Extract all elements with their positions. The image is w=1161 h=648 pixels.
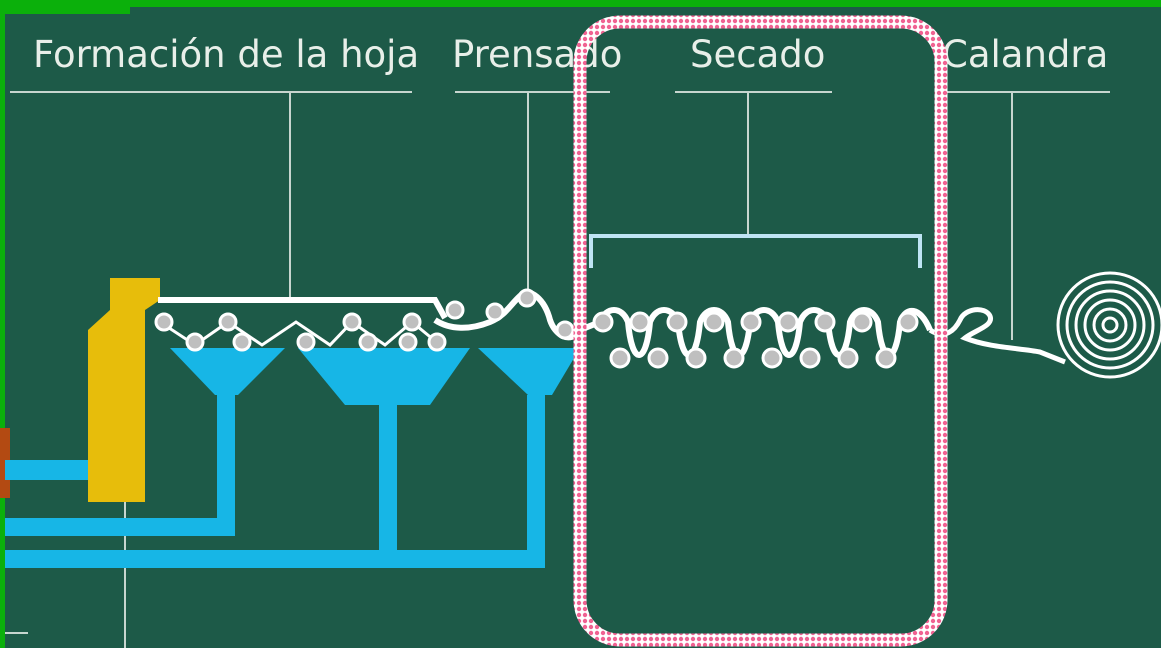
stage-label-calandra: Calandra	[942, 33, 1108, 76]
pipe-drop-3	[527, 395, 545, 568]
roller-icon	[837, 347, 859, 369]
roller-icon	[740, 311, 762, 333]
roller-icon	[875, 347, 897, 369]
roller-icon	[445, 300, 465, 320]
roller-icon	[609, 347, 631, 369]
stage-label-prensado: Prensado	[452, 33, 622, 76]
roller-icon	[703, 311, 725, 333]
frame-left-border	[0, 0, 5, 648]
headbox-icon	[88, 278, 160, 502]
drying-bracket	[589, 234, 922, 268]
roller-icon	[342, 312, 362, 332]
roller-icon	[218, 312, 238, 332]
roller-icon	[485, 302, 505, 322]
funnel-icon	[298, 348, 470, 405]
roller-icon	[685, 347, 707, 369]
paper-web-forming	[158, 297, 448, 347]
roller-icon	[154, 312, 174, 332]
funnel-icon	[478, 348, 580, 395]
roller-icon	[897, 311, 919, 333]
frame-top-border	[0, 0, 1161, 7]
roller-icon	[358, 332, 378, 352]
roller-icon	[427, 332, 447, 352]
roller-icon	[296, 332, 316, 352]
roller-icon	[555, 320, 575, 340]
roller-icon	[647, 347, 669, 369]
water-pipes	[5, 348, 580, 568]
pipe-drop-2	[379, 400, 397, 560]
stage-label-formacion: Formación de la hoja	[33, 33, 419, 76]
funnel-icon	[170, 348, 285, 395]
pipe-inlet	[5, 460, 90, 480]
roller-icon	[761, 347, 783, 369]
paper-roll-icon	[1056, 271, 1161, 379]
paper-web-calandra	[928, 307, 1066, 365]
stage-label-secado: Secado	[690, 33, 825, 76]
roller-icon	[402, 312, 422, 332]
roller-icon	[629, 311, 651, 333]
frame-top-notch	[0, 0, 130, 14]
roller-icon	[851, 311, 873, 333]
secado-highlight	[573, 15, 948, 647]
roller-icon	[592, 311, 614, 333]
roller-icon	[814, 311, 836, 333]
roller-icon	[517, 288, 537, 308]
pipe-drop-1	[217, 395, 235, 536]
roller-icon	[666, 311, 688, 333]
roller-icon	[799, 347, 821, 369]
rollers	[154, 288, 919, 369]
roller-icon	[777, 311, 799, 333]
roller-icon	[232, 332, 252, 352]
roller-icon	[398, 332, 418, 352]
pipe-bottom	[5, 550, 545, 568]
roller-icon	[723, 347, 745, 369]
paper-web-drying	[597, 307, 933, 358]
pipe-lower	[5, 518, 235, 536]
roller-icon	[185, 332, 205, 352]
